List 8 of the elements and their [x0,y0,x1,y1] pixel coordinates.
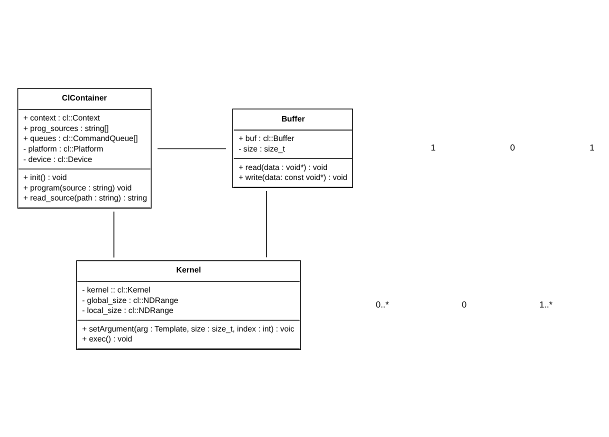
label: 0..* [376,298,389,309]
label: 1..* [539,298,552,309]
label: 1 [590,142,594,152]
connector [157,148,226,149]
connector [266,190,267,258]
label: 1 [430,142,436,152]
label: 0 [510,142,516,152]
label: 0 [462,298,467,309]
